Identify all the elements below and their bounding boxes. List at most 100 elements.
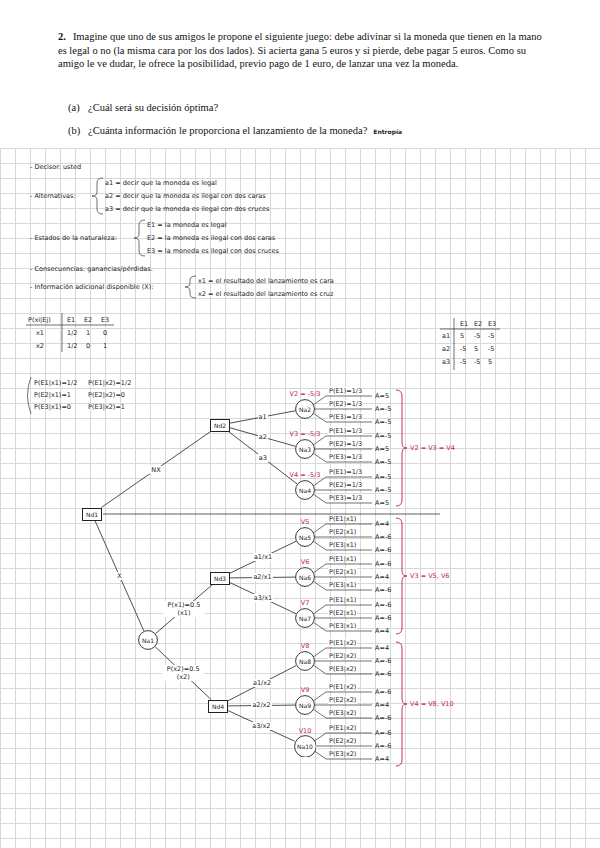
probability-note: P(E2|x2)=0 [88,391,125,399]
payoff: A=5 [375,392,389,400]
edge-label: a2 [258,433,268,441]
table-cell: -5 [488,332,494,340]
outcome-fan [313,477,372,503]
edge-label: a1/x1 [253,553,273,561]
edge-label: a3 [258,454,268,462]
branch-probability: P(E3|x2) [328,665,357,673]
outcome-fan [313,733,372,759]
connector [156,585,213,634]
branch-probability: P(E3|x1) [328,541,357,549]
chance-node: Na4 [295,480,315,500]
table-cell: 0 [86,342,90,350]
circle-outline [296,400,315,419]
table-cell: -5 [474,358,480,366]
item-letter: (a) [68,101,88,115]
outcome-fan [313,396,372,422]
table-cell: E2 [474,320,482,328]
note-text: a1 = decir que la moneda es legal [105,179,217,187]
table-cell: a1 [442,332,450,340]
payoff: A=-5 [375,458,391,466]
payoff: A=-6 [375,729,391,737]
table-cell: -5 [460,358,466,366]
payoff: A=-6 [375,560,391,568]
payoff: A=4 [375,644,389,652]
branch-probability: P(E3|x2) [328,750,357,758]
value-label: V3 = -5/3 [290,430,321,438]
note-text: - Decisor: usted [30,163,81,171]
payoff: A=-5 [375,473,391,481]
value-label: V6 [301,558,310,566]
decision-node: Nd2 [210,419,230,432]
outcome-fan [313,605,372,631]
value-label: V4 = -5/3 [290,471,321,479]
table-cell: 1/2 [67,329,77,337]
payoff: A=-5 [375,486,391,494]
handwritten-note: Entropía [373,128,402,135]
payoff: A=4 [375,701,389,709]
node-label: Na7 [299,615,311,622]
edge-label: a2/x2 [251,701,271,709]
branch-probability: P(E2)=1/3 [328,400,363,408]
circle-outline [296,481,315,500]
probability-note: P(E3|x2)=1 [88,403,125,411]
probability-note: P(E1|x2)=1/2 [88,379,131,387]
note-text: E2 = la moneda es ilegal con dos caras [147,234,275,242]
node-label: Na5 [299,534,311,541]
payoff: A=5 [375,445,389,453]
chance-node: Na3 [295,439,315,459]
payoff: A=-6 [375,714,391,722]
brace [134,220,145,256]
payoff: A=5 [375,499,389,507]
branch-probability: P(E3)=1/3 [328,413,363,421]
branch-probability: P(E2)=1/3 [328,481,363,489]
node-label: Na1 [142,637,154,644]
payoff: A=-5 [375,418,391,426]
circle-outline [296,568,315,587]
table-rule [440,318,500,370]
note-text: - Alternativas: [30,192,76,200]
chance-node: Na8 [295,651,315,671]
branch-probability: P(E3)=1/3 [328,494,363,502]
table-cell: 1 [86,329,90,337]
node-label: Na3 [299,446,311,453]
table-cell: 0 [103,329,107,337]
edge-label: P(x1)=0.5 (x1) [163,601,205,617]
circle-outline [296,528,315,547]
branch-probability: P(E1|x1) [328,555,357,563]
payoff: A=4 [375,573,389,581]
branch-probability: P(E1|x2) [328,724,357,732]
chance-node: Na2 [295,399,315,419]
table-cell: 1/2 [67,342,77,350]
table-rule [26,313,114,352]
branch-probability: P(E2|x1) [328,568,357,576]
parenthesis [28,377,32,414]
note-text: x2 = el resultado del lanzamiento es cru… [198,290,333,298]
table-cell: -5 [488,345,494,353]
chance-node: Na1 [138,630,158,650]
value-bracket [396,518,407,634]
payoff: A=4 [375,520,389,528]
circle-outline [296,609,315,628]
outcome-fan [313,692,372,718]
branch-probability: P(E2|x2) [328,737,357,745]
node-label: Na6 [299,574,311,581]
payoff: A=-6 [375,546,391,554]
branch-probability: P(E2|x1) [328,528,357,536]
payoff: A=4 [375,755,389,763]
value-label: V9 [301,686,310,694]
note-text: a3 = decir que la moneda es ilegal con d… [105,205,269,213]
connector [155,647,211,700]
branch-probability: P(E2|x1) [328,609,357,617]
outcome-fan [313,524,372,550]
probability-note: P(E3|x1)=0 [34,403,71,411]
circle-outline [296,440,315,459]
question-text: ¿Cuál será su decisión óptima? [88,102,218,113]
exercise-number: 2. [58,31,66,42]
question-block: 2.Imagine que uno de sus amigos le propo… [58,30,546,71]
payoff: A=-6 [375,742,391,750]
note-text: - Estados de la naturaleza: [30,234,117,242]
table-cell: E3 [488,320,496,328]
value-label: V5 [301,518,310,526]
probability-note: P(E2|x1)=1 [34,391,71,399]
branch-probability: P(E2)=1/3 [328,440,363,448]
